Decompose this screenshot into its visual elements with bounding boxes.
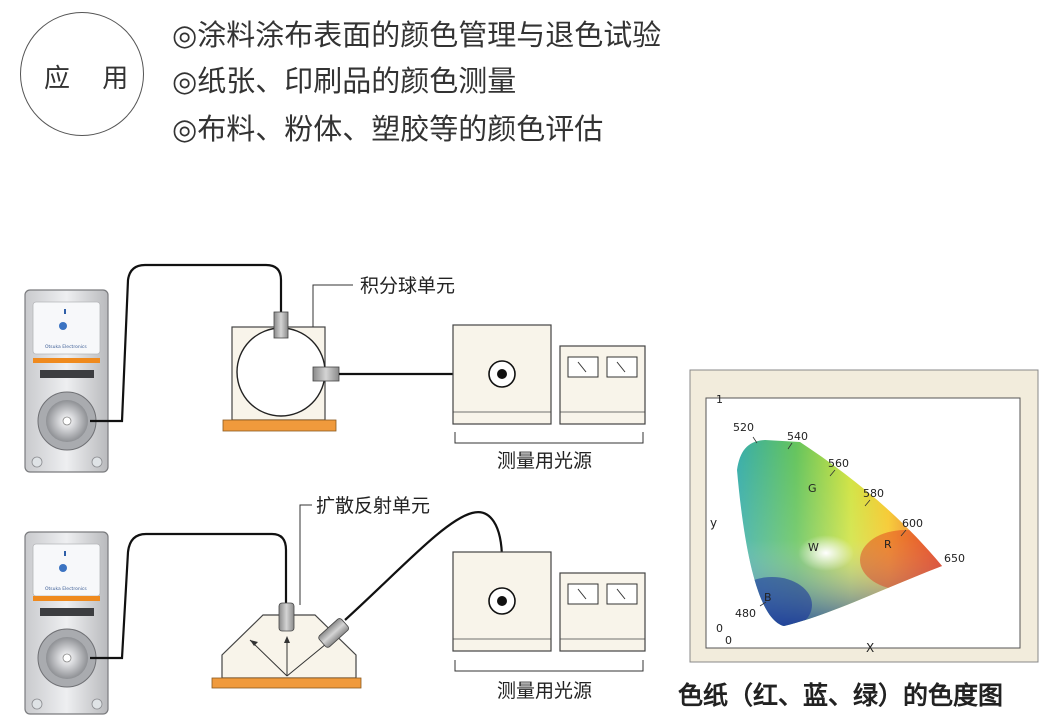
device-brand-text: Otsuka Electronics xyxy=(45,586,87,592)
applications-circle xyxy=(20,12,144,136)
region-g-label: G xyxy=(808,482,817,495)
chromaticity-caption: 色纸（红、蓝、绿）的色度图 xyxy=(678,681,1004,710)
fiber-cable-bottom-1 xyxy=(90,532,288,660)
spectrometer-device-bottom: Otsuka Electronics xyxy=(24,531,109,715)
region-b-label: B xyxy=(764,591,772,604)
diffuse-reflection-unit xyxy=(211,602,362,689)
region-r-label: R xyxy=(884,538,892,551)
applications-label: 应 用 xyxy=(44,64,141,94)
otsuka-logo-icon xyxy=(59,322,67,330)
tick-origin-y: 0 xyxy=(716,622,723,635)
wavelength-600: 600 xyxy=(902,517,923,530)
diffuse-reflection-label: 扩散反射单元 xyxy=(316,495,430,517)
application-item-1: ◎涂料涂布表面的颜色管理与退色试验 xyxy=(172,18,662,52)
spectrometer-device-top: Otsuka Electronics xyxy=(24,289,109,473)
bracket-top xyxy=(454,432,644,444)
wavelength-520: 520 xyxy=(733,421,754,434)
wavelength-650: 650 xyxy=(944,552,965,565)
light-source-bottom xyxy=(452,551,646,652)
fiber-cable-top-1 xyxy=(90,263,283,423)
probe-top xyxy=(273,311,289,339)
light-source-top xyxy=(452,324,646,425)
probe-angled xyxy=(318,618,349,648)
y-axis-label: y xyxy=(710,516,717,530)
x-axis-label: X xyxy=(866,641,874,655)
wavelength-540: 540 xyxy=(787,430,808,443)
light-source-label-bottom: 测量用光源 xyxy=(497,680,592,702)
region-w-label: W xyxy=(808,541,819,554)
callout-line-top xyxy=(312,284,353,327)
bracket-bottom xyxy=(454,660,644,672)
application-item-3: ◎布料、粉体、塑胶等的颜色评估 xyxy=(172,112,604,146)
probe-vertical xyxy=(278,602,295,632)
integrating-sphere-unit xyxy=(222,311,340,432)
light-source-label-top: 测量用光源 xyxy=(497,450,592,472)
tick-origin-x: 0 xyxy=(725,634,732,647)
application-item-2: ◎纸张、印刷品的颜色测量 xyxy=(172,64,517,98)
device-brand-text: Otsuka Electronics xyxy=(45,344,87,350)
wavelength-580: 580 xyxy=(863,487,884,500)
otsuka-logo-icon xyxy=(59,564,67,572)
probe-side xyxy=(312,366,340,382)
chromaticity-diagram: 1 0 0 y X 520 540 560 580 600 650 480 G … xyxy=(689,369,1039,663)
callout-line-bottom xyxy=(299,504,312,605)
fiber-cable-bottom-2 xyxy=(344,511,504,621)
wavelength-480: 480 xyxy=(735,607,756,620)
integrating-sphere-label: 积分球单元 xyxy=(360,275,455,297)
tick-y-top: 1 xyxy=(716,393,723,406)
wavelength-560: 560 xyxy=(828,457,849,470)
